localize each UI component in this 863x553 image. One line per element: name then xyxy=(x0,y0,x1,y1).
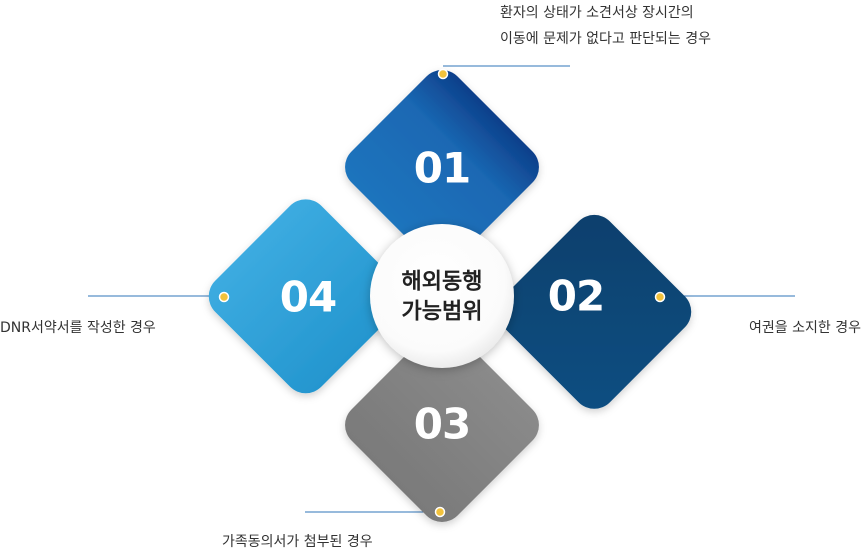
label-04: DNR서약서를 작성한 경우 xyxy=(0,315,156,341)
label-03: 가족동의서가 첨부된 경우 xyxy=(222,531,373,553)
diamond-02 xyxy=(497,214,692,409)
endpoint-dots xyxy=(218,68,666,518)
diamond-04 xyxy=(208,199,403,394)
dot-04 xyxy=(218,291,230,303)
diamond-01 xyxy=(345,70,539,264)
center-title-line1: 해외동행 xyxy=(402,270,483,295)
label-01-line2: 이동에 문제가 없다고 판단되는 경우 xyxy=(500,31,711,47)
label-02-line1: 여권을 소지한 경우 xyxy=(749,320,861,336)
dot-02 xyxy=(654,291,666,303)
label-01-line1: 환자의 상태가 소견서상 장시간의 xyxy=(500,5,694,21)
dot-01 xyxy=(437,68,449,80)
diamond-03 xyxy=(345,328,539,522)
label-04-line1: DNR서약서를 작성한 경우 xyxy=(0,320,156,336)
label-01: 환자의 상태가 소견서상 장시간의 이동에 문제가 없다고 판단되는 경우 xyxy=(500,0,711,52)
center-title-line2: 가능범위 xyxy=(402,300,483,325)
number-02: 02 xyxy=(548,272,604,321)
number-03: 03 xyxy=(414,400,470,449)
dot-03 xyxy=(434,506,446,518)
label-02: 여권을 소지한 경우 xyxy=(749,315,861,341)
number-01: 01 xyxy=(414,144,470,193)
label-03-line1: 가족동의서가 첨부된 경우 xyxy=(222,534,373,550)
center-circle xyxy=(370,224,514,368)
number-04: 04 xyxy=(280,273,336,322)
